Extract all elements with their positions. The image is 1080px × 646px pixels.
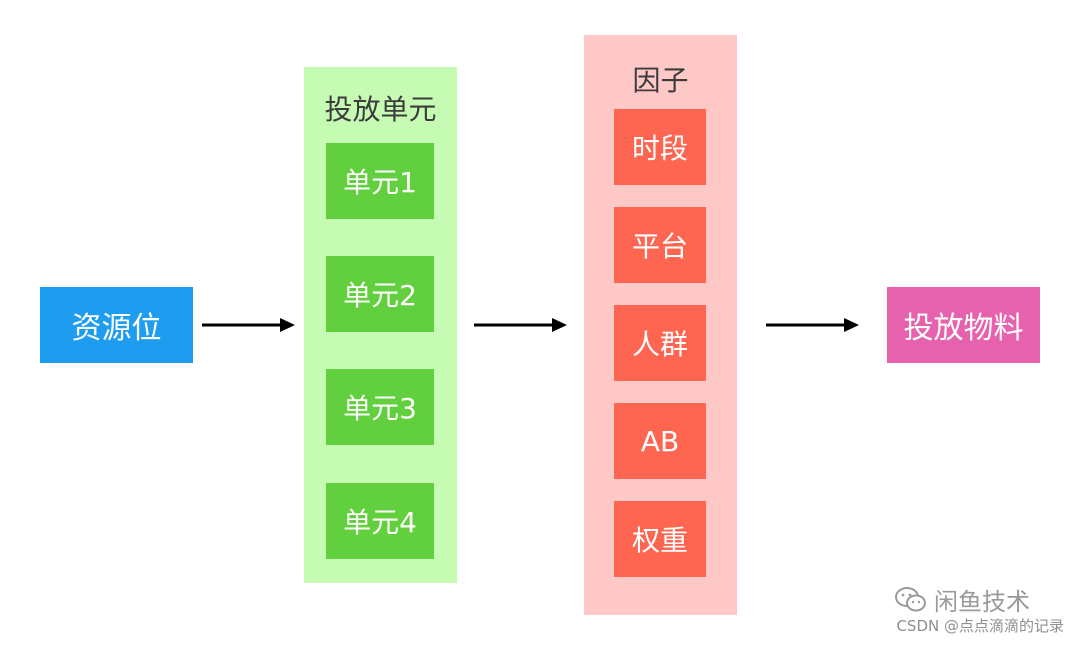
material-node: 投放物料: [887, 287, 1040, 363]
units-panel: 投放单元 单元1 单元2 单元3 单元4: [304, 67, 457, 583]
factor-box: 时段: [614, 109, 706, 185]
factor-box: 人群: [614, 305, 706, 381]
factor-box: AB: [614, 403, 706, 479]
factor-label: 权重: [631, 524, 688, 557]
factor-label: AB: [640, 424, 680, 458]
factors-panel: 因子 时段 平台 人群 AB 权重: [584, 35, 737, 615]
source-node: 资源位: [40, 287, 193, 363]
arrow-factors-to-material: [766, 318, 859, 332]
unit-label: 单元2: [343, 279, 417, 312]
unit-box: 单元4: [326, 483, 434, 559]
wechat-icon: [895, 586, 926, 611]
unit-box: 单元3: [326, 369, 434, 445]
arrow-units-to-factors: [474, 318, 567, 332]
watermark: 闲鱼技术 CSDN @点点滴滴的记录: [880, 582, 1080, 642]
arrow-source-to-units: [202, 318, 295, 332]
watermark-logo: 闲鱼技术: [894, 582, 1030, 617]
unit-label: 单元1: [343, 166, 417, 199]
factor-label: 时段: [631, 132, 688, 165]
unit-box: 单元1: [326, 143, 434, 219]
factor-label: 人群: [631, 328, 688, 361]
unit-box: 单元2: [326, 256, 434, 332]
unit-label: 单元4: [343, 506, 417, 539]
watermark-credit: CSDN @点点滴滴的记录: [896, 617, 1064, 635]
factor-box: 权重: [614, 501, 706, 577]
unit-label: 单元3: [343, 392, 417, 425]
factor-label: 平台: [631, 230, 688, 263]
factor-box: 平台: [614, 207, 706, 283]
factors-panel-title: 因子: [632, 64, 689, 97]
units-panel-title: 投放单元: [324, 93, 437, 126]
material-label: 投放物料: [903, 311, 1024, 346]
watermark-logo-text: 闲鱼技术: [934, 588, 1030, 616]
source-label: 资源位: [71, 311, 162, 346]
